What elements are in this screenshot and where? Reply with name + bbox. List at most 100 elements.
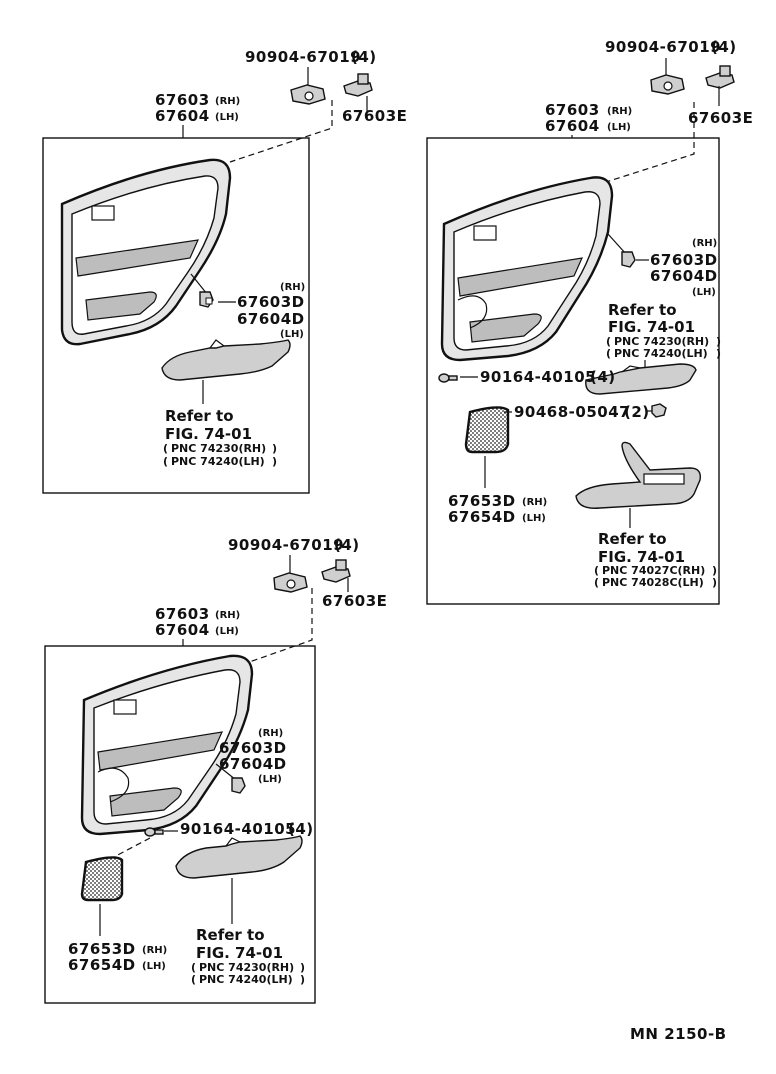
- grille-rh-number: 67653D: [448, 492, 516, 510]
- svg-text:(: (: [594, 564, 599, 577]
- group-bottom-left: 90904-67019 (4) 67603E 67603 (RH) 67604 …: [44, 536, 387, 1004]
- grille-icon: [464, 406, 510, 454]
- pin-icon: [321, 559, 351, 583]
- pin-part-number-3: 67603E: [322, 592, 387, 610]
- svg-text:): ): [300, 973, 305, 986]
- screw-part-number: 90164-40105: [480, 368, 596, 386]
- armrest-pnc-rh-3: PNC 74230(RH): [199, 961, 294, 974]
- pin-icon: [343, 73, 373, 97]
- clip-icon: [650, 74, 685, 95]
- svg-text:(: (: [606, 335, 611, 348]
- panel-clip-icon: [621, 251, 636, 268]
- svg-text:): ): [716, 335, 721, 348]
- panel-clip-lh-tag-2: (LH): [692, 287, 716, 298]
- grille-lh-number-3: 67654D: [68, 956, 136, 974]
- screw-part-number-3: 90164-40105: [180, 820, 296, 838]
- screw-quantity: (4): [590, 368, 616, 386]
- handle-pnc-lh: PNC 74028C(LH): [602, 576, 704, 589]
- group-top-left: 90904-67019 (4) 67603E 67603 (RH) 67604 …: [42, 48, 407, 494]
- door-handle-bezel: [575, 441, 701, 509]
- screw-icon: [438, 373, 458, 383]
- panel-clip-rh-number-2: 67603D: [650, 251, 718, 269]
- group-right: 90904-67019 (4) 67603E 67603 (RH) 67604 …: [426, 38, 753, 605]
- panel-clip-rh-tag: (RH): [280, 282, 305, 293]
- nut-quantity: (2): [624, 403, 650, 421]
- svg-text:): ): [272, 455, 277, 468]
- panel-lh-number: 67604: [155, 107, 210, 125]
- panel-rh-number: 67603: [155, 91, 210, 109]
- grille-lh-number: 67654D: [448, 508, 516, 526]
- grille-lh-tag-3: (LH): [142, 961, 166, 972]
- panel-clip-rh-number: 67603D: [237, 293, 305, 311]
- clip-part-number-2: 90904-67019: [605, 38, 721, 56]
- panel-clip-rh-tag-2: (RH): [692, 238, 717, 249]
- panel-lh-tag: (LH): [215, 112, 239, 123]
- svg-text:): ): [272, 442, 277, 455]
- svg-text:(: (: [594, 576, 599, 589]
- svg-text:(: (: [606, 347, 611, 360]
- grille-lh-tag: (LH): [522, 513, 546, 524]
- armrest-pnc-rh-2: PNC 74230(RH): [614, 335, 709, 348]
- armrest-refer-to-3: Refer to: [196, 926, 265, 944]
- nut-part-number: 90468-05047: [514, 403, 630, 421]
- door-panel: [80, 654, 254, 836]
- panel-clip-lh-number-2: 67604D: [650, 267, 718, 285]
- screw-icon: [144, 827, 164, 837]
- svg-text:(: (: [191, 961, 196, 974]
- clip-quantity: (4): [351, 48, 377, 66]
- grille-icon: [80, 856, 124, 902]
- svg-text:(: (: [163, 455, 168, 468]
- svg-text:): ): [712, 564, 717, 577]
- panel-lh-tag-3: (LH): [215, 626, 239, 637]
- clip-icon: [290, 84, 326, 105]
- svg-text:(: (: [163, 442, 168, 455]
- door-panel: [440, 176, 614, 362]
- grille-rh-tag: (RH): [522, 497, 547, 508]
- handle-pnc-rh: PNC 74027C(RH): [602, 564, 705, 577]
- screw-quantity-3: (4): [288, 820, 314, 838]
- panel-rh-tag-2: (RH): [607, 106, 632, 117]
- panel-clip-lh-number-3: 67604D: [219, 755, 287, 773]
- panel-rh-number-2: 67603: [545, 101, 600, 119]
- panel-clip-lh-number: 67604D: [237, 310, 305, 328]
- diagram-code: MN 2150-B: [630, 1025, 727, 1043]
- clip-part-number-3: 90904-67019: [228, 536, 344, 554]
- panel-rh-number-3: 67603: [155, 605, 210, 623]
- armrest-fig: FIG. 74-01: [165, 425, 252, 443]
- armrest-pnc-lh: PNC 74240(LH): [171, 455, 265, 468]
- panel-lh-number-3: 67604: [155, 621, 210, 639]
- clip-part-number: 90904-67019: [245, 48, 361, 66]
- panel-box: [42, 137, 310, 494]
- panel-clip-lh-tag-3: (LH): [258, 774, 282, 785]
- panel-box-3: [44, 645, 316, 1004]
- panel-lh-tag-2: (LH): [607, 122, 631, 133]
- door-panel: [60, 158, 232, 346]
- armrest: [585, 363, 697, 395]
- panel-rh-tag: (RH): [215, 96, 240, 107]
- grille-rh-number-3: 67653D: [68, 940, 136, 958]
- handle-fig: FIG. 74-01: [598, 548, 685, 566]
- pin-part-number-2: 67603E: [688, 109, 753, 127]
- armrest: [161, 339, 291, 381]
- clip-quantity-3: (4): [334, 536, 360, 554]
- panel-lh-number-2: 67604: [545, 117, 600, 135]
- svg-text:): ): [300, 961, 305, 974]
- pin-icon: [705, 65, 735, 89]
- armrest-pnc-rh: PNC 74230(RH): [171, 442, 266, 455]
- armrest-fig-2: FIG. 74-01: [608, 318, 695, 336]
- armrest-refer-to: Refer to: [165, 407, 234, 425]
- clip-quantity-2: (4): [711, 38, 737, 56]
- handle-refer-to: Refer to: [598, 530, 667, 548]
- panel-clip-icon: [199, 291, 214, 308]
- armrest-fig-3: FIG. 74-01: [196, 944, 283, 962]
- armrest-refer-to-2: Refer to: [608, 301, 677, 319]
- panel-box-2: [426, 137, 720, 605]
- svg-text:(: (: [191, 973, 196, 986]
- nut-icon: [651, 403, 667, 418]
- pin-part-number: 67603E: [342, 107, 407, 125]
- armrest-pnc-lh-3: PNC 74240(LH): [199, 973, 293, 986]
- armrest-pnc-lh-2: PNC 74240(LH): [614, 347, 708, 360]
- armrest: [175, 835, 303, 879]
- panel-clip-icon: [231, 777, 246, 794]
